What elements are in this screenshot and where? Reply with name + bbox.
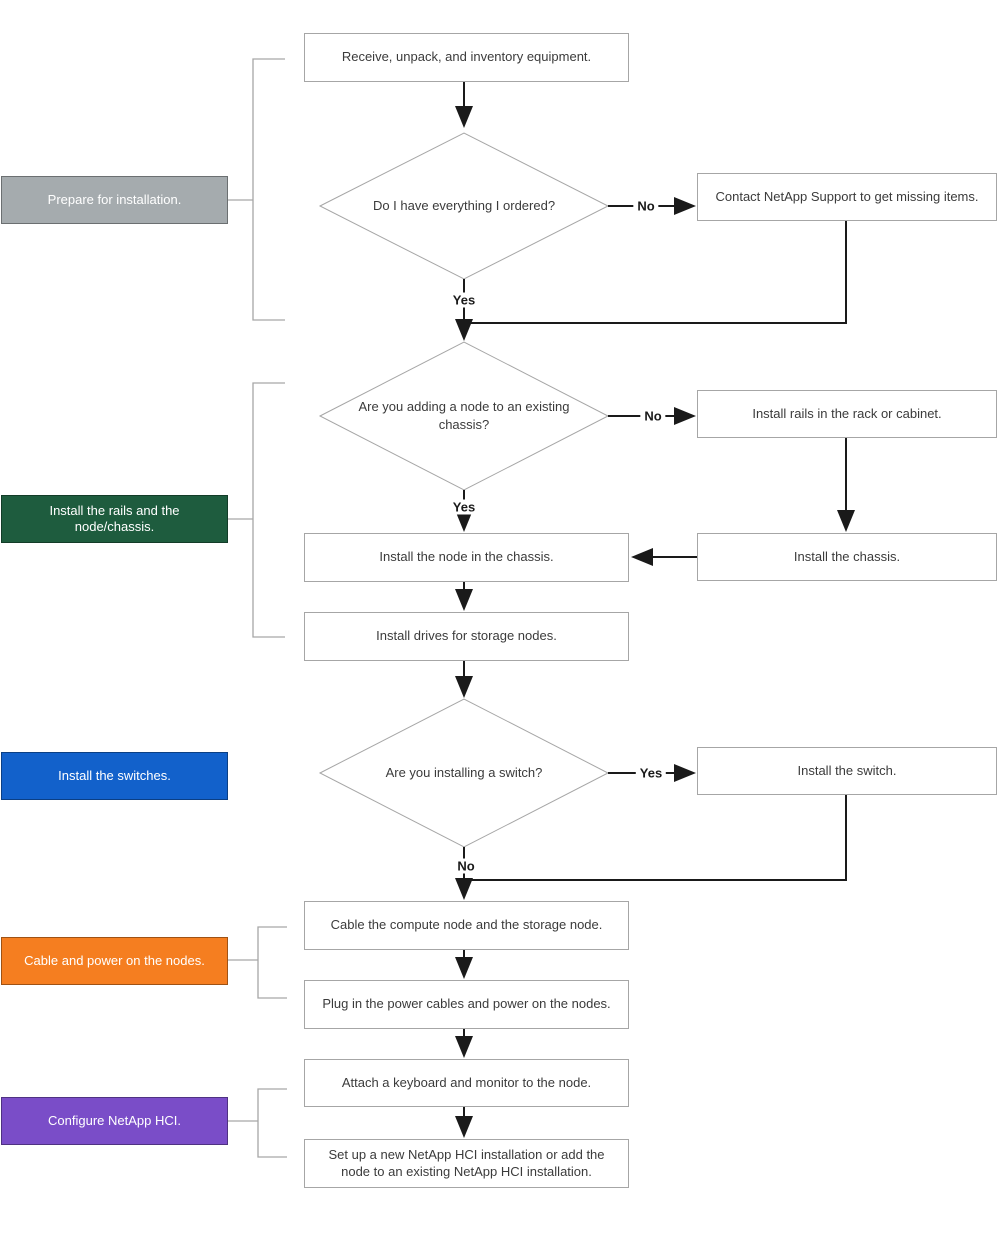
edge-label-no-decision2: No [640,408,666,424]
section-label-install-rails-node-chassis: Install the rails and the node/chassis. [1,495,228,543]
decision-installing-switch-label: Are you installing a switch? [385,765,543,781]
node-receive-unpack-inventory: Receive, unpack, and inventory equipment… [304,33,629,82]
bracket-prepare [252,58,285,321]
node-install-switch: Install the switch. [697,747,997,795]
section-label-cable-power-nodes: Cable and power on the nodes. [1,937,228,985]
edge-label-no-decision1: No [633,198,659,214]
section-brackets [228,58,287,1158]
bracket-config [257,1088,287,1158]
decision-everything-ordered-label: Do I have everything I ordered? [372,198,556,214]
node-plug-power-cables: Plug in the power cables and power on th… [304,980,629,1029]
node-attach-keyboard-monitor: Attach a keyboard and monitor to the nod… [304,1059,629,1107]
bracket-rails [252,382,285,638]
node-install-drives-storage: Install drives for storage nodes. [304,612,629,661]
section-label-prepare-for-installation: Prepare for installation. [1,176,228,224]
edge-label-yes-decision1: Yes [448,292,480,308]
node-setup-netapp-hci: Set up a new NetApp HCI installation or … [304,1139,629,1188]
section-label-configure-netapp-hci: Configure NetApp HCI. [1,1097,228,1145]
section-label-install-switches: Install the switches. [1,752,228,800]
edge-label-no-decision3: No [453,858,479,874]
edge-contact-to-merge [466,221,847,324]
bracket-cable [257,926,287,999]
node-install-chassis: Install the chassis. [697,533,997,581]
node-contact-netapp-support: Contact NetApp Support to get missing it… [697,173,997,221]
node-install-rails-rack: Install rails in the rack or cabinet. [697,390,997,438]
edge-label-yes-decision2: Yes [448,499,480,515]
decision-shapes [318,132,610,848]
node-cable-compute-storage: Cable the compute node and the storage n… [304,901,629,950]
edge-label-yes-decision3: Yes [635,765,667,781]
node-install-node-in-chassis: Install the node in the chassis. [304,533,629,582]
decision-existing-chassis-label: Are you adding a node to an existing cha… [358,399,570,432]
edge-switch-to-merge [466,795,847,881]
